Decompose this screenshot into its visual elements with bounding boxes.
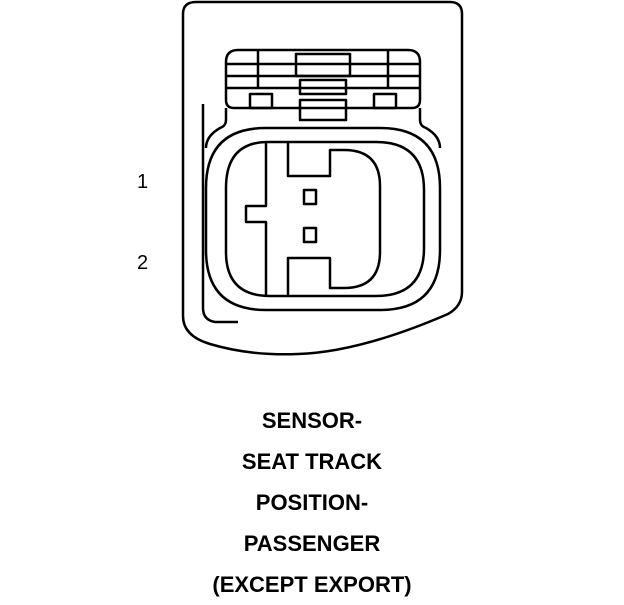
connector-housing-inner-line (201, 104, 238, 324)
polarizing-key (244, 142, 268, 296)
pin-2-terminal (302, 226, 318, 244)
pin-1-label: 1 (137, 171, 149, 193)
connector-housing-outline (181, 0, 464, 356)
latch-shoulder-left (204, 108, 228, 149)
caption-line-4: PASSENGER (243, 531, 381, 556)
caption-line-3: POSITION- (255, 490, 369, 515)
caption-line-2: SEAT TRACK (241, 449, 383, 474)
caption-line-5: (EXCEPT EXPORT) (212, 572, 412, 597)
latch-shoulder-right (418, 108, 442, 149)
pin-1-terminal (302, 188, 318, 206)
pin-2-label: 2 (137, 252, 149, 274)
connector-caption: SENSOR- SEAT TRACK POSITION- PASSENGER (… (0, 400, 624, 605)
caption-line-1: SENSOR- (261, 408, 363, 433)
mating-face-inner (224, 140, 426, 298)
terminal-cavity (286, 142, 382, 296)
mating-face-outer (204, 126, 442, 312)
locking-latch (224, 48, 422, 122)
